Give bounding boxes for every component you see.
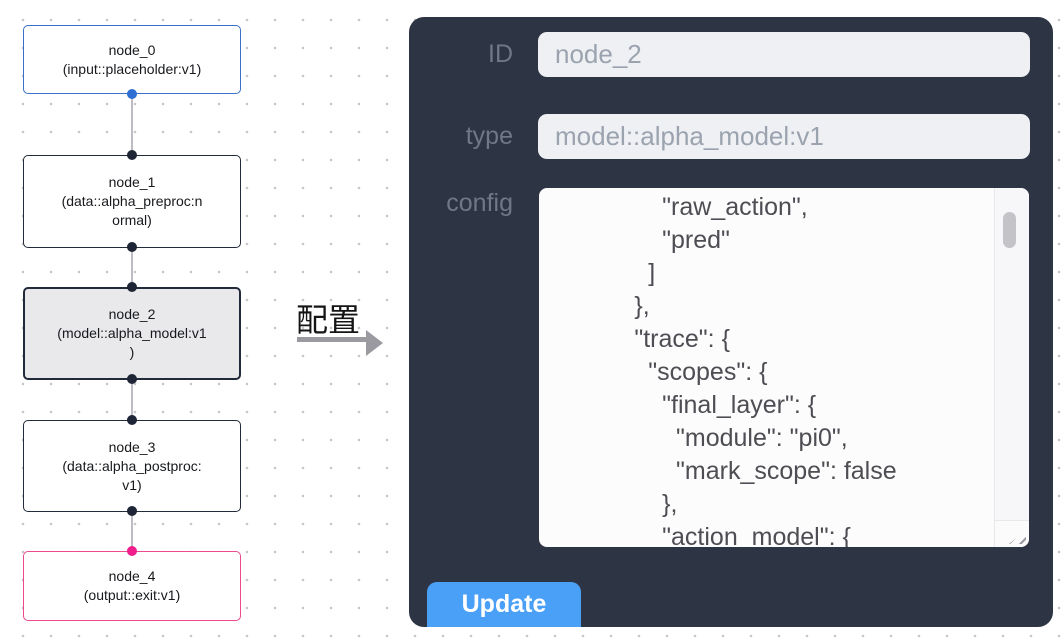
arrow-right-icon-head bbox=[366, 330, 383, 356]
scrollbar-corner bbox=[994, 520, 1029, 547]
field-label-type: type bbox=[465, 122, 513, 150]
node-label-line: node_3 bbox=[108, 438, 156, 455]
arrow-right-icon bbox=[297, 337, 369, 342]
port-node3-bottom[interactable] bbox=[127, 506, 137, 516]
graph-node-node_2-selected[interactable]: node_2 (model::alpha_model:v1 ) bbox=[23, 287, 241, 380]
update-button[interactable]: Update bbox=[427, 582, 581, 627]
type-input[interactable] bbox=[538, 114, 1030, 159]
scrollbar-thumb[interactable] bbox=[1003, 212, 1016, 248]
edge-node2-node3[interactable] bbox=[131, 379, 133, 420]
port-node0-bottom[interactable] bbox=[127, 89, 137, 99]
scrollbar-track[interactable] bbox=[994, 188, 1029, 521]
config-json-text: "raw_action", "pred" ] }, "trace": { "sc… bbox=[634, 193, 897, 547]
edge-node3-node4[interactable] bbox=[131, 511, 133, 551]
field-label-id: ID bbox=[488, 40, 513, 68]
node-label-line: (output::exit:v1) bbox=[83, 587, 181, 603]
node-label-line: node_2 bbox=[108, 306, 156, 322]
node-label-line: ormal) bbox=[112, 212, 152, 228]
port-node4-top[interactable] bbox=[127, 546, 137, 556]
node-label-line: (model::alpha_model:v1 bbox=[57, 325, 207, 341]
port-node1-bottom[interactable] bbox=[127, 242, 137, 252]
port-node3-top[interactable] bbox=[127, 415, 137, 425]
node-label-line: node_1 bbox=[108, 174, 156, 190]
graph-node-node_0[interactable]: node_0 (input::placeholder:v1) bbox=[23, 25, 241, 94]
port-node1-top[interactable] bbox=[127, 150, 137, 160]
field-label-config: config bbox=[446, 189, 513, 217]
node-label-line: v1) bbox=[122, 476, 142, 493]
node-label-line: (data::alpha_postproc: bbox=[62, 457, 202, 474]
node-label-line: (data::alpha_preproc:n bbox=[61, 193, 203, 209]
edge-node1-node2[interactable] bbox=[131, 247, 133, 287]
graph-node-node_1[interactable]: node_1 (data::alpha_preproc:n ormal) bbox=[23, 155, 241, 248]
node-label-line: (input::placeholder:v1) bbox=[62, 60, 202, 77]
transition-label: 配置 bbox=[296, 302, 361, 338]
graph-node-node_3[interactable]: node_3 (data::alpha_postproc: v1) bbox=[23, 420, 241, 512]
graph-node-node_4[interactable]: node_4 (output::exit:v1) bbox=[23, 551, 241, 621]
config-textarea[interactable]: "raw_action", "pred" ] }, "trace": { "sc… bbox=[539, 188, 1029, 547]
node-label-line: node_0 bbox=[108, 41, 156, 58]
id-input[interactable] bbox=[538, 32, 1030, 77]
edge-node0-node1[interactable] bbox=[131, 94, 133, 155]
port-node2-bottom[interactable] bbox=[127, 374, 137, 384]
node-label-line: node_4 bbox=[108, 568, 156, 584]
resize-handle-icon[interactable] bbox=[1009, 530, 1026, 544]
port-node2-top[interactable] bbox=[127, 282, 137, 292]
node-label-line: ) bbox=[129, 344, 135, 360]
config-panel: ID type config "raw_action", "pred" ] },… bbox=[409, 17, 1053, 627]
